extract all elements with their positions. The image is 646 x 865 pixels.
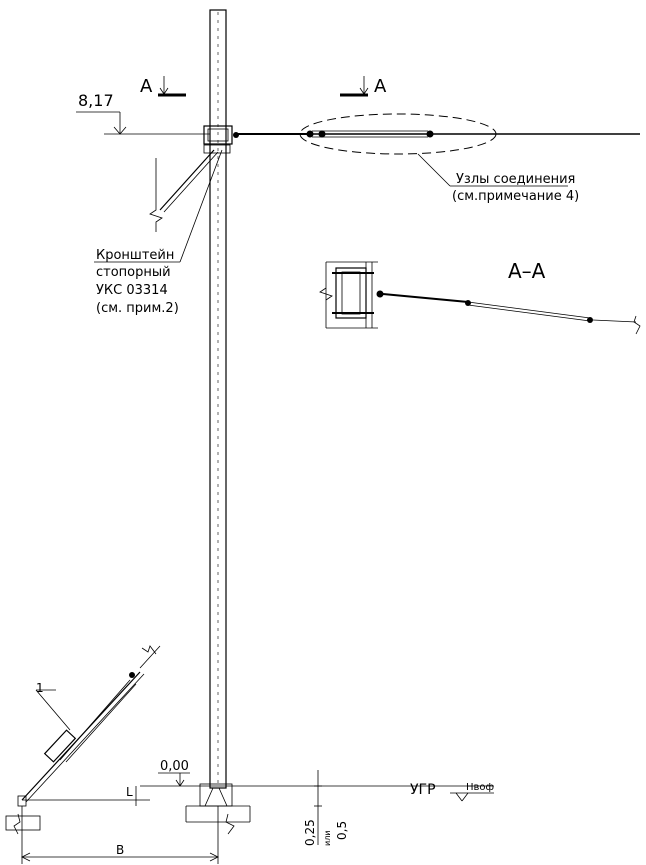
section-marker-right: А [340,76,387,97]
joints-label-2: (см.примечание 4) [452,189,579,204]
bracket-label-3: УКС 03314 [96,283,168,298]
zero-mark: 0,00 [158,759,190,787]
bracket-label-1: Кронштейн [96,248,174,263]
depth-label-or: или [323,830,332,846]
dim-L-label: L [126,785,133,799]
crossarm-assembly [149,125,640,232]
bracket-label-2: стопорный [96,265,171,280]
zero-mark-label: 0,00 [160,759,189,774]
ground-base: УГР Нвоф [140,782,494,835]
ground-level-label: УГР [410,782,436,798]
joints-callout: Узлы соединения (см.примечание 4) [417,153,579,204]
guy-anchor-assembly: 1 L [5,645,161,835]
dimension-b: В [21,806,219,864]
section-aa: А–А [319,259,641,335]
depth-label-1: 0,25 [303,819,317,846]
section-marker-left: А [140,76,186,97]
depth-dimension: 0,25 или 0,5 [303,770,349,846]
section-letter-right: А [374,76,387,97]
foundation-mark-label: Нвоф [466,782,494,793]
section-title: А–А [508,259,546,283]
pole [209,9,227,789]
joints-label-1: Узлы соединения [456,172,575,187]
dim-B-label: В [116,843,124,857]
bracket-callout: Кронштейн стопорный УКС 03314 (см. прим.… [94,149,223,316]
bracket-label-4: (см. прим.2) [96,301,179,316]
pole-outline [209,9,227,789]
section-letter-left: А [140,76,153,97]
callout-number: 1 [36,681,44,695]
joints-ellipse [299,113,497,155]
height-label: 8,17 [78,91,114,110]
depth-label-2: 0,5 [335,821,349,840]
height-mark-817: 8,17 [76,91,210,135]
